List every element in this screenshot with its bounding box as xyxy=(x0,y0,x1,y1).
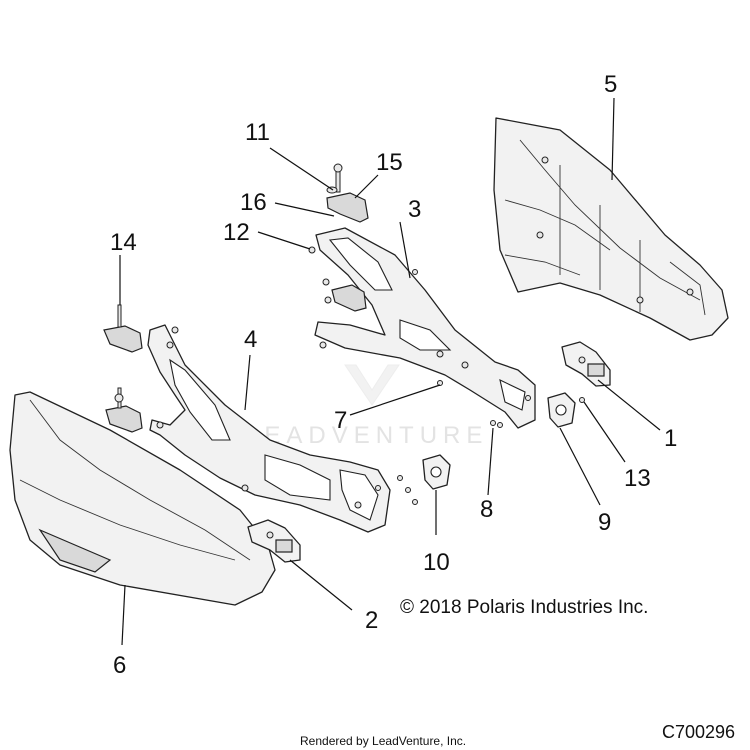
callout-5: 5 xyxy=(604,71,617,98)
callout-6: 6 xyxy=(113,652,126,679)
part-4-lower-door-frame[interactable] xyxy=(147,324,391,533)
watermark-logo xyxy=(344,364,400,406)
part-9-striker-plate[interactable] xyxy=(547,392,576,428)
callout-2: 2 xyxy=(365,607,378,634)
callout-4: 4 xyxy=(244,326,257,353)
callout-10: 10 xyxy=(423,549,450,576)
callout-13: 13 xyxy=(624,465,651,492)
callout-12: 12 xyxy=(223,219,250,246)
callout-3: 3 xyxy=(408,196,421,223)
callout-7: 7 xyxy=(334,407,347,434)
part-5-rear-panel[interactable] xyxy=(493,117,729,341)
fasteners[interactable] xyxy=(397,380,585,505)
hinge-assembly-lower[interactable] xyxy=(103,304,179,433)
callout-15: 15 xyxy=(376,149,403,176)
diagram-code: C700296 xyxy=(662,722,735,742)
hinge-assembly-upper[interactable] xyxy=(308,163,369,349)
part-6-front-door-panel[interactable] xyxy=(9,391,276,606)
part-1-latch[interactable] xyxy=(561,341,611,387)
callout-11: 11 xyxy=(245,119,270,146)
copyright-text: © 2018 Polaris Industries Inc. xyxy=(400,597,648,618)
callout-9: 9 xyxy=(598,509,611,536)
part-3-upper-door-frame[interactable] xyxy=(314,227,536,429)
watermark-text: LEADVENTURE xyxy=(245,422,488,449)
callout-1: 1 xyxy=(664,425,677,452)
callout-14: 14 xyxy=(110,229,137,256)
leader-lines xyxy=(119,97,661,646)
callout-16: 16 xyxy=(240,189,267,216)
rendered-by-text: Rendered by LeadVenture, Inc. xyxy=(300,734,466,748)
part-10-striker-plate[interactable] xyxy=(422,454,451,490)
callout-8: 8 xyxy=(480,496,493,523)
part-2-latch[interactable] xyxy=(247,519,301,563)
